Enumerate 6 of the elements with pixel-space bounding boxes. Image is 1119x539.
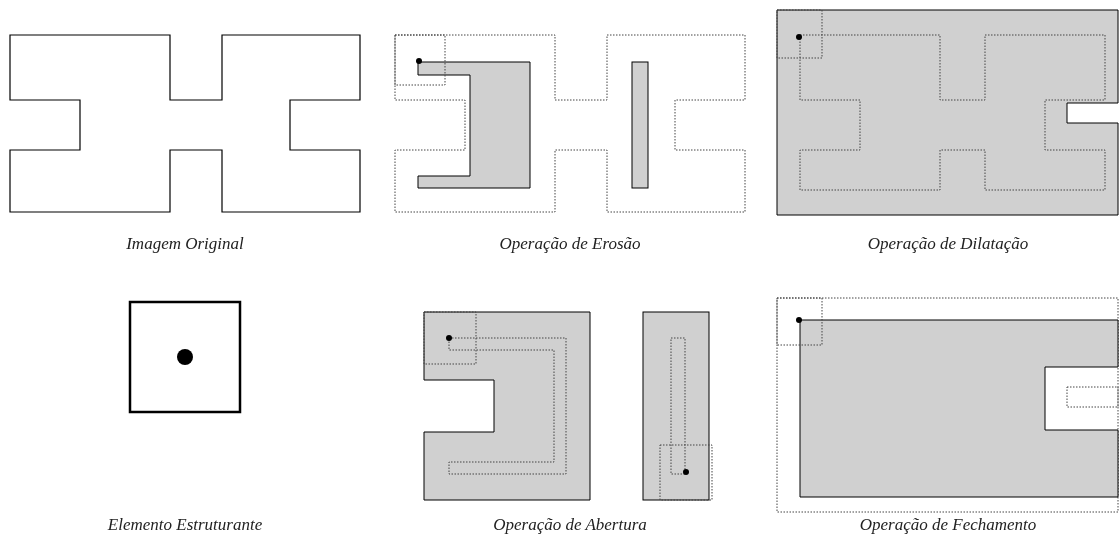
- caption: Elemento Estruturante: [107, 515, 263, 535]
- caption: Operação de Erosão: [499, 234, 641, 254]
- caption: Operação de Dilatação: [867, 234, 1029, 254]
- caption: Imagem Original: [126, 234, 244, 254]
- caption: Operação de Fechamento: [859, 515, 1037, 535]
- caption: Operação de Abertura: [493, 515, 647, 535]
